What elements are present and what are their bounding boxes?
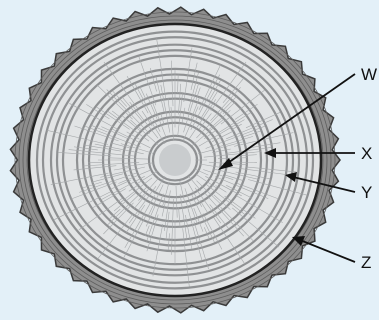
label-w: W bbox=[361, 65, 377, 84]
pith bbox=[159, 144, 191, 176]
label-x: X bbox=[361, 144, 372, 163]
label-y: Y bbox=[361, 183, 372, 202]
label-z: Z bbox=[361, 253, 371, 272]
